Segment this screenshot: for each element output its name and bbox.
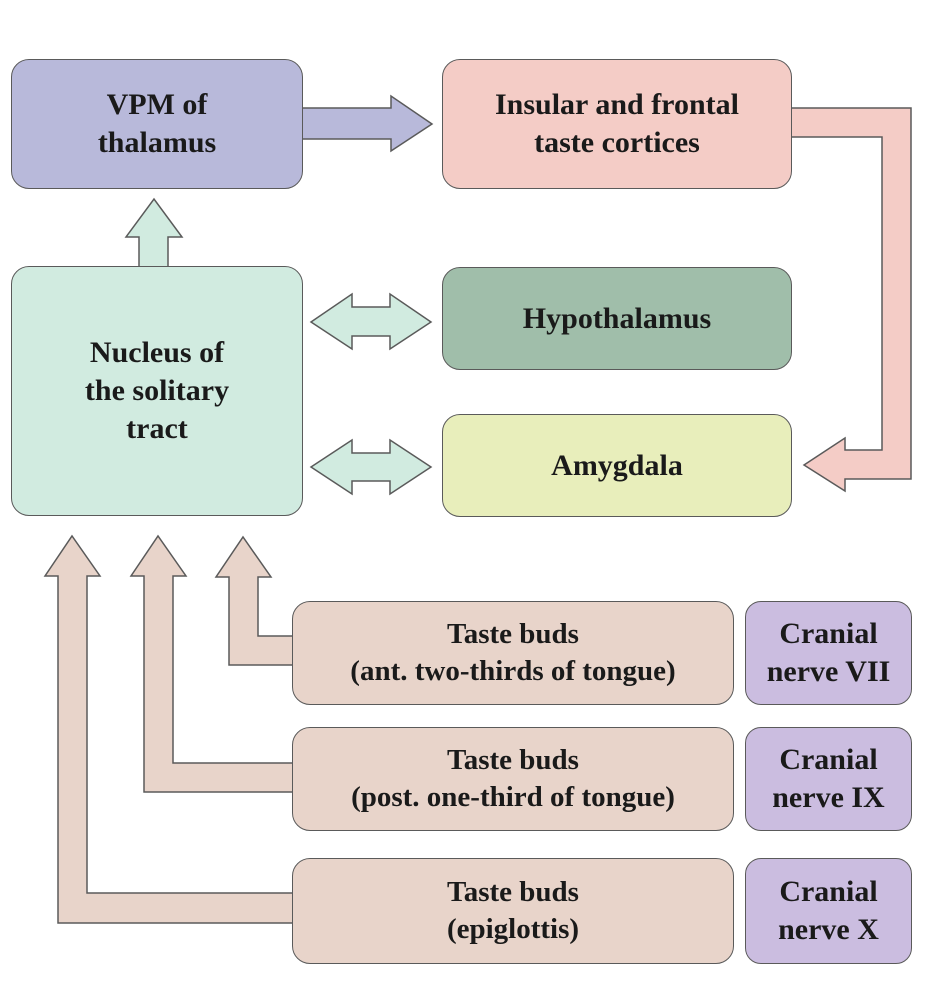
arrow-nst-to-vpm: [124, 197, 184, 268]
arrow-insular-to-amygdala: [790, 107, 912, 493]
amygdala-label: Amygdala: [551, 448, 683, 482]
cranial-nerve-ix-line2: nerve IX: [772, 781, 885, 814]
hypothalamus-box: Hypothalamus: [442, 267, 792, 370]
vpm-label-line1: VPM of: [106, 88, 208, 121]
taste-buds-posterior-line2: (post. one-third of tongue): [351, 781, 675, 813]
cranial-nerve-vii-box: Cranial nerve VII: [745, 601, 912, 705]
cranial-nerve-vii-line2: nerve VII: [766, 655, 891, 688]
arrow-posterior-to-nst: [129, 534, 294, 793]
taste-buds-posterior-line1: Taste buds: [447, 744, 579, 776]
cranial-nerve-ix-line1: Cranial: [779, 743, 878, 776]
taste-buds-epiglottis-line2: (epiglottis): [446, 913, 580, 945]
nst-label-line2: the solitary: [84, 374, 230, 407]
nst-label-line3: tract: [126, 412, 188, 445]
vpm-label-line2: thalamus: [97, 126, 217, 159]
taste-buds-anterior-box: Taste buds (ant. two-thirds of tongue): [292, 601, 734, 705]
cranial-nerve-ix-box: Cranial nerve IX: [745, 727, 912, 831]
arrow-vpm-to-insular: [301, 94, 434, 153]
nucleus-solitary-tract-box: Nucleus of the solitary tract: [11, 266, 303, 516]
cranial-nerve-x-line1: Cranial: [779, 875, 878, 908]
cranial-nerve-x-box: Cranial nerve X: [745, 858, 912, 964]
vpm-thalamus-box: VPM of thalamus: [11, 59, 303, 189]
amygdala-box: Amygdala: [442, 414, 792, 517]
arrow-epiglottis-to-nst: [43, 534, 294, 924]
taste-buds-anterior-line2: (ant. two-thirds of tongue): [350, 655, 676, 687]
cranial-nerve-vii-line1: Cranial: [779, 617, 878, 650]
cranial-nerve-x-line2: nerve X: [778, 913, 879, 946]
arrow-anterior-to-nst: [214, 535, 294, 666]
hypothalamus-label: Hypothalamus: [522, 301, 712, 335]
taste-buds-epiglottis-line1: Taste buds: [447, 876, 579, 908]
arrow-nst-amygdala: [309, 438, 433, 496]
insular-label-line1: Insular and frontal: [495, 88, 739, 121]
taste-buds-anterior-line1: Taste buds: [447, 618, 579, 650]
taste-buds-epiglottis-box: Taste buds (epiglottis): [292, 858, 734, 964]
arrow-nst-hypothalamus: [309, 292, 433, 351]
insular-label-line2: taste cortices: [534, 126, 700, 159]
nst-label-line1: Nucleus of: [89, 336, 225, 369]
insular-frontal-cortex-box: Insular and frontal taste cortices: [442, 59, 792, 189]
taste-buds-posterior-box: Taste buds (post. one-third of tongue): [292, 727, 734, 831]
